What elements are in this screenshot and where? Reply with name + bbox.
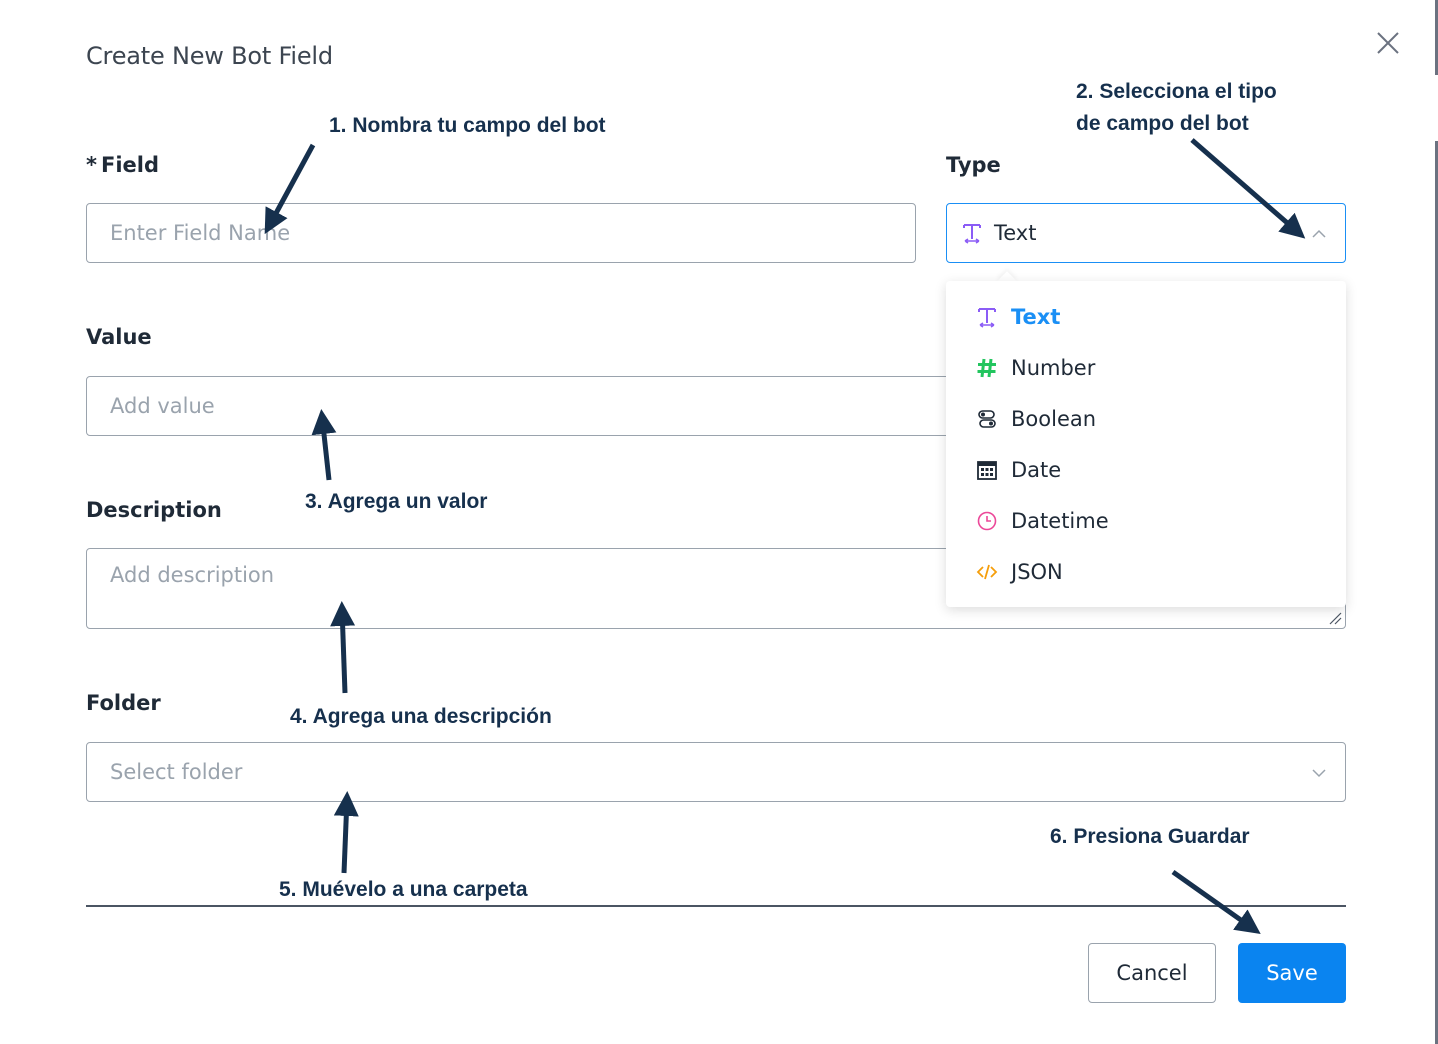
description-label: Description <box>86 498 222 522</box>
calendar-icon <box>976 459 998 481</box>
footer-divider <box>86 905 1346 907</box>
required-mark: * <box>86 153 97 177</box>
value-placeholder: Add value <box>110 394 215 418</box>
arrow-step-6 <box>1171 869 1261 935</box>
annotation-step-2-line-2: de campo del bot <box>1076 112 1249 135</box>
type-label: Type <box>946 153 1001 177</box>
text-type-icon <box>976 306 998 328</box>
type-option-date[interactable]: Date <box>946 444 1346 495</box>
close-icon <box>1377 32 1399 54</box>
folder-label: Folder <box>86 691 161 715</box>
window-edge-gap <box>1435 75 1438 141</box>
code-icon <box>976 561 998 583</box>
description-placeholder: Add description <box>110 563 275 587</box>
chevron-up-icon <box>1312 229 1326 238</box>
close-button[interactable] <box>1373 28 1403 58</box>
type-option-json[interactable]: JSON <box>946 546 1346 597</box>
folder-select[interactable]: Select folder <box>86 742 1346 802</box>
clock-icon <box>976 510 998 532</box>
type-option-label: Text <box>1011 304 1061 329</box>
field-name-input[interactable]: Enter Field Name <box>86 203 916 263</box>
field-label: *Field <box>86 153 159 177</box>
annotation-step-2-line-1: 2. Selecciona el tipo <box>1076 80 1277 103</box>
annotation-step-6: 6. Presiona Guardar <box>1050 825 1250 848</box>
value-label: Value <box>86 325 152 349</box>
dialog-title: Create New Bot Field <box>86 42 333 70</box>
type-option-datetime[interactable]: Datetime <box>946 495 1346 546</box>
resize-handle-icon[interactable] <box>1328 611 1342 625</box>
type-option-boolean[interactable]: Boolean <box>946 393 1346 444</box>
type-option-label: Boolean <box>1011 406 1097 431</box>
save-button[interactable]: Save <box>1238 943 1346 1003</box>
toggle-icon <box>976 408 998 430</box>
annotation-step-5: 5. Muévelo a una carpeta <box>279 878 528 901</box>
chevron-down-icon <box>1312 769 1326 778</box>
type-select[interactable]: Text <box>946 203 1346 263</box>
text-type-icon <box>963 224 981 244</box>
type-option-number[interactable]: Number <box>946 342 1346 393</box>
field-name-placeholder: Enter Field Name <box>110 221 291 245</box>
field-label-text: Field <box>100 153 160 177</box>
annotation-step-1: 1. Nombra tu campo del bot <box>329 114 606 137</box>
type-dropdown-menu: Text Number Boolean <box>946 281 1346 607</box>
hash-icon <box>976 357 998 379</box>
annotation-step-3: 3. Agrega un valor <box>305 490 488 513</box>
annotation-step-4: 4. Agrega una descripción <box>290 705 552 728</box>
type-selected-value: Text <box>994 221 1037 245</box>
type-option-label: JSON <box>1011 559 1063 584</box>
window-edge <box>1435 0 1438 1044</box>
folder-placeholder: Select folder <box>110 760 243 784</box>
type-option-label: Date <box>1011 457 1062 482</box>
type-option-label: Datetime <box>1011 508 1109 533</box>
arrow-step-5 <box>333 791 359 874</box>
type-option-text[interactable]: Text <box>946 291 1346 342</box>
type-option-label: Number <box>1011 355 1096 380</box>
cancel-button[interactable]: Cancel <box>1088 943 1216 1003</box>
